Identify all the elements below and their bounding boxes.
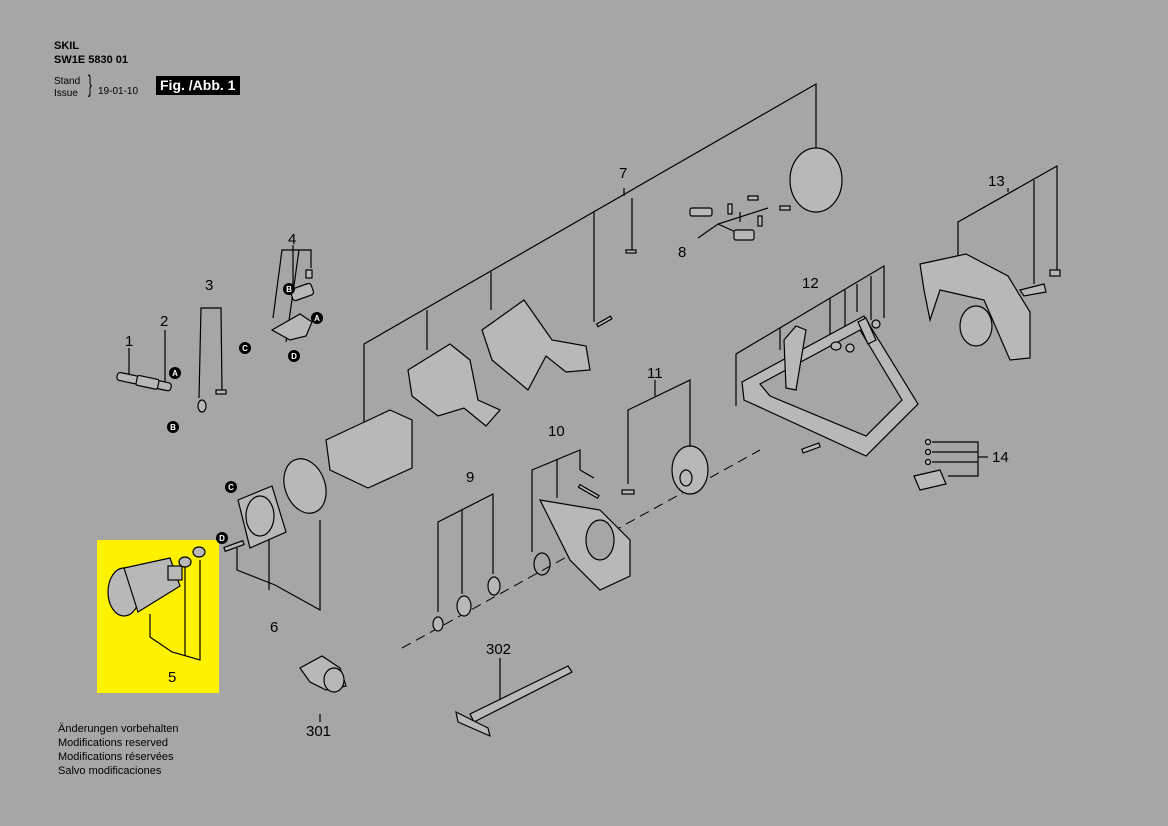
callout-10: 10	[548, 423, 565, 440]
callout-3: 3	[205, 277, 213, 294]
part-301-dust-port	[299, 655, 347, 693]
leader-line-14	[932, 441, 979, 477]
marker-d-switch: D	[288, 350, 300, 362]
brace-glyph: }	[88, 71, 93, 98]
svg-text:B: B	[170, 423, 176, 432]
marker-c-switch: C	[239, 342, 251, 354]
note-english: Modifications reserved	[58, 737, 169, 749]
part-6-stator	[223, 458, 327, 553]
callout-8: 8	[678, 244, 686, 261]
part-14-fasteners	[913, 438, 947, 491]
part-10-guard	[533, 483, 631, 591]
marker-c-stator: C	[225, 481, 237, 493]
leader-line-3	[198, 307, 223, 399]
callout-6: 6	[270, 619, 278, 636]
stand-issue-labels: Stand Issue	[54, 76, 80, 100]
callout-7: 7	[619, 165, 627, 182]
callout-14: 14	[992, 449, 1009, 466]
svg-text:A: A	[314, 314, 320, 323]
part-1-shaft	[116, 371, 172, 392]
marker-d-stator: D	[216, 532, 228, 544]
part-13-upper-guard	[919, 253, 1061, 361]
callout-4: 4	[288, 231, 296, 248]
callout-1: 1	[125, 333, 133, 350]
callout-9: 9	[466, 469, 474, 486]
part-7-housing	[325, 147, 843, 489]
svg-text:C: C	[242, 344, 248, 353]
issue-date: 19-01-10	[98, 86, 139, 97]
leader-line-12	[735, 264, 885, 406]
issue-label: Issue	[54, 88, 78, 99]
brand-name: SKIL	[54, 40, 80, 52]
callout-5: 5	[168, 669, 176, 686]
figure-label: Fig. /Abb. 1	[156, 76, 241, 95]
svg-text:D: D	[219, 534, 225, 543]
callout-301: 301	[306, 723, 331, 740]
marker-b-lower: B	[167, 421, 179, 433]
callout-12: 12	[802, 275, 819, 292]
part-9-washers	[432, 576, 501, 632]
part-3-ring	[197, 399, 207, 413]
marker-b-switch: B	[283, 283, 295, 295]
svg-text:D: D	[291, 352, 297, 361]
note-spanish: Salvo modificaciones	[58, 765, 162, 777]
part-302-parallel-guide	[455, 665, 573, 738]
leader-line-13	[957, 164, 1058, 272]
leader-line-4	[272, 249, 312, 319]
leader-line-11	[627, 379, 691, 484]
leader-line-9	[437, 493, 494, 612]
callout-302: 302	[486, 641, 511, 658]
part-3-screw	[215, 389, 227, 395]
model-number: SW1E 5830 01	[54, 54, 128, 66]
part-5-armature	[107, 546, 206, 617]
note-french: Modifications réservées	[58, 751, 174, 763]
leader-line-5	[149, 560, 201, 661]
leader-line-10	[531, 449, 581, 552]
callout-13: 13	[988, 173, 1005, 190]
svg-text:C: C	[228, 483, 234, 492]
leader-line-6	[236, 520, 321, 612]
callout-11: 11	[647, 365, 663, 382]
svg-text:A: A	[172, 369, 178, 378]
leader-line-7	[363, 82, 817, 436]
callout-2: 2	[160, 313, 168, 330]
part-12-base	[741, 315, 919, 457]
part-8-brushes	[689, 195, 791, 241]
note-german: Änderungen vorbehalten	[58, 723, 179, 735]
stand-label: Stand	[54, 76, 81, 87]
svg-text:B: B	[286, 285, 292, 294]
marker-a-upper: A	[169, 367, 181, 379]
part-11-flange	[621, 445, 709, 495]
part-4-switch	[270, 269, 315, 341]
marker-a-switch: A	[311, 312, 323, 324]
modification-notes: Änderungen vorbehalten Modifications res…	[58, 722, 178, 778]
